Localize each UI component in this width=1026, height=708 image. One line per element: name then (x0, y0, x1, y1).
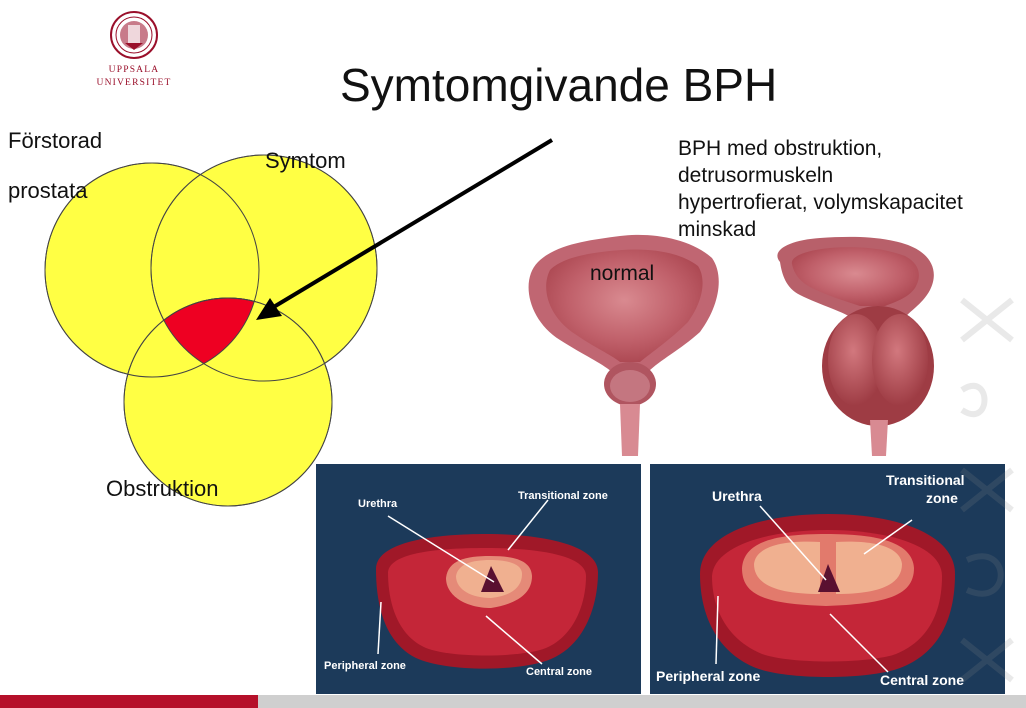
venn-label-symtom: Symtom (265, 148, 346, 173)
decorative-watermark (960, 297, 1014, 683)
pointer-arrow (256, 138, 554, 320)
description-line: hypertrofierat, volymskapacitet (678, 191, 963, 214)
normal-bladder-label: normal (590, 262, 655, 285)
university-seal-icon (110, 11, 158, 59)
leader-lines (377, 499, 549, 665)
logo-line-2: UNIVERSITET (96, 78, 172, 88)
venn-label-prostata: prostata (8, 178, 88, 203)
cross-section-bph-panel: Urethra Transitional zone Peripheral zon… (650, 464, 1005, 694)
label-peripheral-zone: Peripheral zone (656, 668, 761, 684)
label-urethra: Urethra (358, 498, 398, 510)
description-line: minskad (678, 218, 757, 241)
label-transitional-zone: Transitional zone (518, 490, 608, 502)
normal-bladder-illustration (528, 234, 719, 456)
label-peripheral-zone: Peripheral zone (324, 660, 406, 672)
normal-prostata-cross-section (376, 534, 598, 669)
venn-label-obstruktion: Obstruktion (106, 476, 219, 501)
logo-line-1: UPPSALA (108, 65, 160, 75)
label-central-zone: Central zone (880, 672, 965, 688)
footer-red-bar (0, 695, 258, 708)
cross-section-normal-panel: Urethra Transitional zone Peripheral zon… (316, 464, 641, 694)
description-line: detrusormuskeln (678, 164, 834, 187)
label-transitional: Transitional (886, 472, 965, 488)
venn-label-forstorad: Förstorad (8, 128, 103, 153)
bph-prostata-cross-section (700, 514, 955, 677)
description-line: BPH med obstruktion, (678, 137, 883, 160)
bph-bladder-illustration (777, 236, 934, 456)
uppsala-university-logo: UPPSALA UNIVERSITET (84, 10, 184, 110)
label-zone: zone (926, 490, 958, 506)
leader-lines (715, 505, 913, 673)
slide-title: Symtomgivande BPH (340, 59, 778, 111)
footer-gray-bar (258, 695, 1026, 708)
label-urethra: Urethra (712, 488, 762, 504)
bph-description: BPH med obstruktion, detrusormuskeln hyp… (678, 135, 963, 243)
label-central-zone: Central zone (526, 666, 593, 678)
